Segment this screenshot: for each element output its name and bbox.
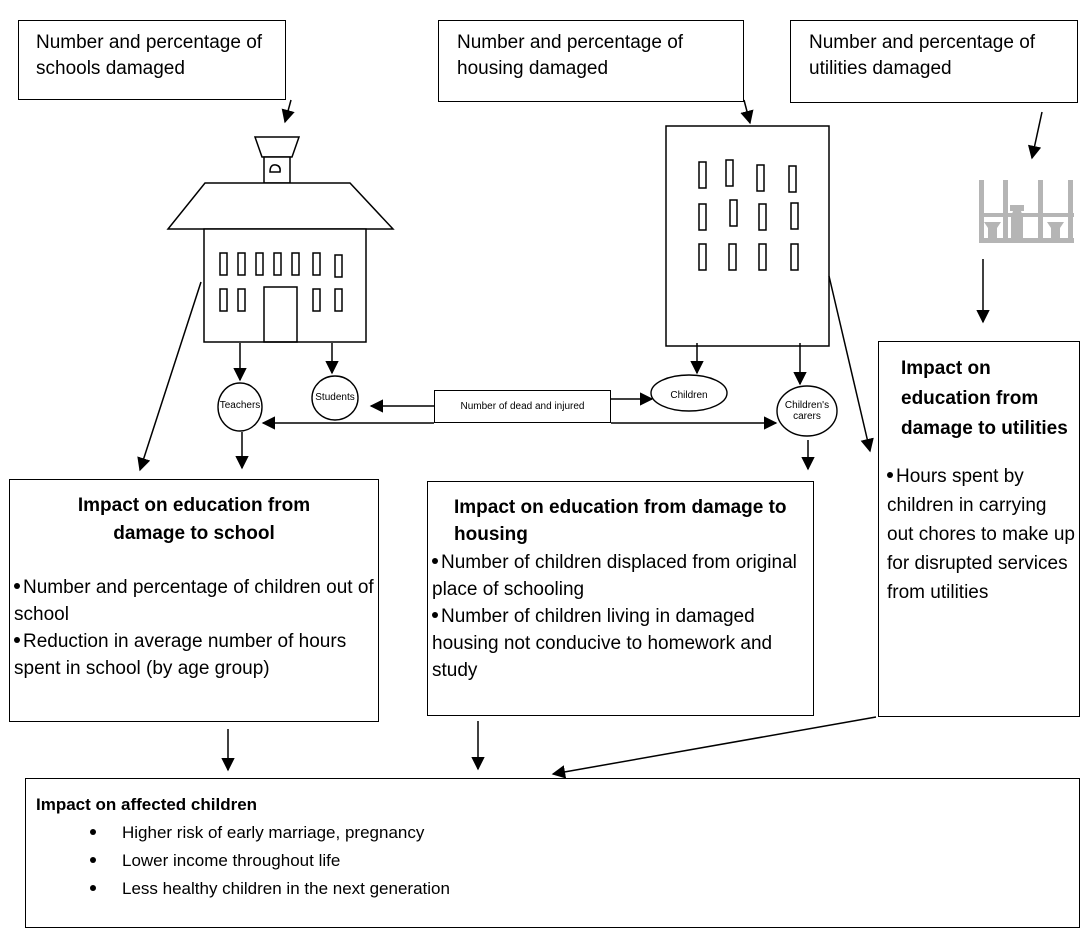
teachers-node: Teachers — [219, 400, 261, 411]
dead-injured-text: Number of dead and injured — [460, 400, 585, 412]
students-node-shape — [311, 375, 359, 421]
apartment-building-icon — [665, 125, 830, 347]
children-impact-title: Impact on affected children — [36, 795, 258, 814]
list-item: Less healthy children in the next genera… — [90, 875, 1079, 903]
schools-damaged-text: Number and percentage of schools damaged — [36, 32, 263, 79]
bullet-icon — [90, 829, 96, 836]
bullet-icon — [432, 612, 438, 619]
node-shapes — [217, 374, 838, 437]
bullet-icon — [14, 637, 20, 644]
housing-damaged-box: Number and percentage of housing damaged — [438, 20, 744, 102]
arrows — [137, 99, 1043, 779]
list-item: Number of children living in damaged hou… — [432, 606, 773, 681]
list-item: Number and percentage of children out of… — [14, 577, 374, 625]
list-item: Hours spent by children in carrying out … — [887, 466, 1075, 603]
school-impact-box: Impact on education from damage to schoo… — [9, 479, 379, 722]
utilities-icon — [979, 180, 1074, 243]
utilities-damaged-text: Number and percentage of utilities damag… — [809, 32, 1036, 79]
children-impact-box: Impact on affected children Higher risk … — [25, 778, 1080, 928]
housing-damaged-text: Number and percentage of housing damaged — [457, 32, 684, 79]
utilities-impact-list: Hours spent by children in carrying out … — [887, 462, 1075, 607]
list-item: Higher risk of early marriage, pregnancy — [90, 819, 1079, 847]
bullet-icon — [887, 472, 893, 479]
schools-damaged-box: Number and percentage of schools damaged — [18, 20, 286, 100]
dead-injured-box: Number of dead and injured — [434, 390, 611, 423]
utilities-damaged-box: Number and percentage of utilities damag… — [790, 20, 1078, 103]
school-building-icon — [166, 136, 395, 343]
school-impact-list: Number and percentage of children out of… — [14, 574, 374, 682]
housing-impact-list: Number of children displaced from origin… — [432, 549, 805, 684]
housing-impact-box: Impact on education from damage to housi… — [427, 481, 814, 716]
children-impact-list: Higher risk of early marriage, pregnancy… — [36, 819, 1079, 903]
utilities-impact-title: Impact on education from damage to utili… — [901, 358, 1068, 439]
bullet-icon — [90, 857, 96, 864]
bullet-icon — [14, 583, 20, 590]
children-node: Children — [670, 390, 708, 401]
list-item: Reduction in average number of hours spe… — [14, 631, 347, 679]
bullet-icon — [432, 558, 438, 565]
bullet-icon — [90, 885, 96, 892]
school-impact-title: Impact on education from damage to schoo… — [77, 495, 311, 544]
utilities-impact-box: Impact on education from damage to utili… — [878, 341, 1080, 717]
teachers-node-shape — [217, 382, 263, 432]
list-item: Lower income throughout life — [90, 847, 1079, 875]
carers-node: Children's carers — [784, 400, 830, 422]
carers-node-shape — [776, 385, 838, 437]
students-node: Students — [315, 392, 355, 403]
housing-impact-title: Impact on education from damage to housi… — [454, 497, 787, 545]
list-item: Number of children displaced from origin… — [432, 552, 797, 600]
